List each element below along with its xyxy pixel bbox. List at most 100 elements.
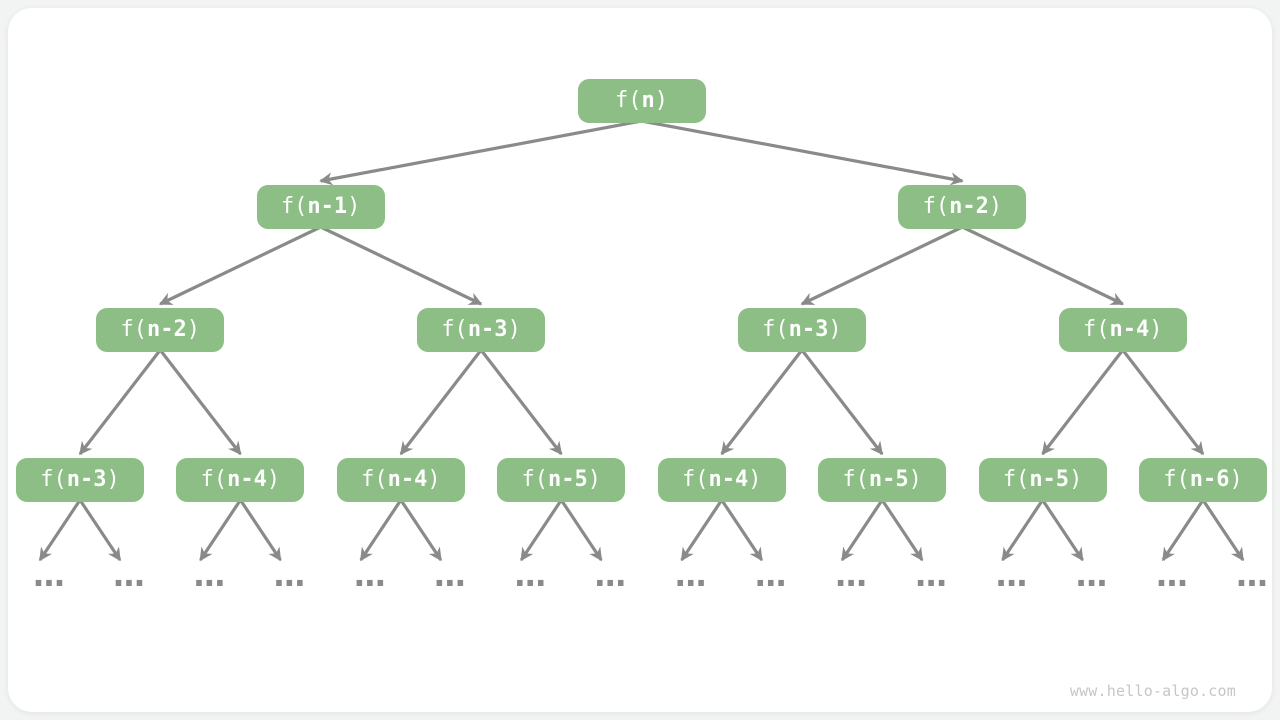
tree-node: f(n-2): [96, 308, 225, 352]
edge-arrow: [78, 499, 122, 562]
tree-node: f(n-3): [737, 308, 866, 352]
node-label-suffix: ): [748, 467, 762, 492]
edge-arrow: [720, 499, 764, 562]
ellipsis-leaf: ...: [1231, 555, 1273, 595]
edge-arrow: [158, 225, 322, 306]
edge-arrow: [1041, 349, 1125, 456]
node-label-arg: n-5: [548, 467, 588, 492]
tree-node: f(n-5): [978, 458, 1107, 502]
node-label-suffix: ): [1149, 317, 1163, 342]
edge-arrow: [479, 349, 563, 456]
ellipsis-leaf: ...: [108, 555, 150, 595]
node-label-prefix: f(: [40, 467, 67, 492]
tree-node: f(n-4): [176, 458, 305, 502]
ellipsis-leaf: ...: [990, 555, 1033, 595]
tree-node: f(n-5): [818, 458, 947, 502]
tree-node: f(n-3): [16, 458, 144, 502]
watermark: www.hello-algo.com: [1069, 682, 1236, 700]
node-label-suffix: ): [654, 88, 668, 113]
edge-arrow: [1201, 499, 1245, 562]
edge-arrow: [800, 349, 884, 456]
node-label-arg: n-4: [1109, 317, 1150, 342]
tree-node: f(n-1): [256, 185, 385, 229]
node-label-prefix: f(: [1163, 467, 1190, 492]
node-label-prefix: f(: [521, 467, 549, 492]
edge-arrow: [399, 499, 443, 562]
ellipsis-leaf: ...: [1151, 555, 1193, 595]
tree-node: f(n-4): [657, 458, 786, 502]
node-label-arg: n-3: [66, 467, 107, 492]
edge-arrow: [199, 499, 242, 562]
node-label-arg: n-4: [387, 467, 428, 492]
node-label-suffix: ): [266, 467, 281, 492]
edge-arrow: [1041, 499, 1084, 562]
ellipsis-leaf: ...: [589, 555, 632, 595]
node-label-prefix: f(: [441, 317, 468, 342]
edge-arrow: [78, 349, 162, 456]
edge-arrow: [880, 499, 924, 562]
node-label-prefix: f(: [762, 317, 789, 342]
node-label-arg: n-4: [227, 467, 267, 492]
tree-node: f(n-2): [898, 185, 1027, 229]
node-label-prefix: f(: [1083, 317, 1110, 342]
canvas-card: [8, 8, 1272, 712]
node-label-prefix: f(: [922, 194, 950, 219]
node-label-suffix: ): [828, 317, 842, 342]
ellipsis-leaf: ...: [429, 555, 471, 595]
node-label-suffix: ): [186, 317, 200, 342]
ellipsis-leaf: ...: [28, 555, 70, 595]
ellipsis-leaf: ...: [749, 555, 792, 595]
node-label-arg: n-6: [1189, 467, 1230, 492]
node-label-suffix: ): [106, 467, 120, 492]
node-label-arg: n-4: [708, 467, 749, 492]
node-label-prefix: f(: [200, 467, 228, 492]
node-label-prefix: f(: [361, 467, 388, 492]
tree-node: f(n-3): [417, 308, 546, 352]
tree-node: f(n-6): [1139, 458, 1267, 502]
tree-node: f(n-4): [1058, 308, 1187, 352]
edge-arrow: [239, 499, 282, 562]
edge-arrow: [1121, 349, 1205, 456]
edge-arrow: [158, 349, 242, 456]
node-label-suffix: ): [1069, 467, 1083, 492]
node-label-arg: n-2: [949, 194, 989, 219]
edge-arrow: [1001, 499, 1044, 562]
edge-arrow: [519, 499, 563, 562]
ellipsis-leaf: ...: [268, 555, 311, 595]
node-label-suffix: ): [427, 467, 441, 492]
node-label-arg: n: [641, 88, 655, 113]
edge-arrow: [359, 499, 403, 562]
node-label-prefix: f(: [280, 194, 308, 219]
edge-arrow: [720, 349, 804, 456]
node-label-suffix: ): [587, 467, 602, 492]
edge-arrow: [1161, 499, 1205, 562]
edge-arrow: [800, 225, 964, 306]
node-label-suffix: ): [347, 194, 361, 219]
tree-node: f(n-4): [336, 458, 465, 502]
ellipsis-leaf: ...: [509, 555, 552, 595]
node-label-arg: n-1: [307, 194, 348, 219]
node-label-prefix: f(: [120, 317, 147, 342]
node-label-arg: n-3: [467, 317, 508, 342]
ellipsis-leaf: ...: [830, 555, 872, 595]
edge-arrow: [680, 499, 724, 562]
edge-arrow: [38, 499, 82, 562]
node-label-arg: n-3: [788, 317, 829, 342]
tree-node: f(n): [577, 79, 706, 123]
node-label-prefix: f(: [615, 88, 642, 113]
node-label-suffix: ): [908, 467, 922, 492]
edge-arrow: [319, 225, 483, 306]
node-label-prefix: f(: [842, 467, 869, 492]
node-label-arg: n-5: [868, 467, 909, 492]
edge-arrow: [399, 349, 483, 456]
edge-arrow: [840, 499, 884, 562]
node-label-arg: n-5: [1029, 467, 1070, 492]
node-label-suffix: ): [1229, 467, 1243, 492]
edge-arrow: [559, 499, 603, 562]
ellipsis-leaf: ...: [1070, 555, 1113, 595]
node-label-arg: n-2: [146, 317, 187, 342]
node-label-suffix: ): [507, 317, 521, 342]
edge-arrow: [319, 119, 642, 186]
